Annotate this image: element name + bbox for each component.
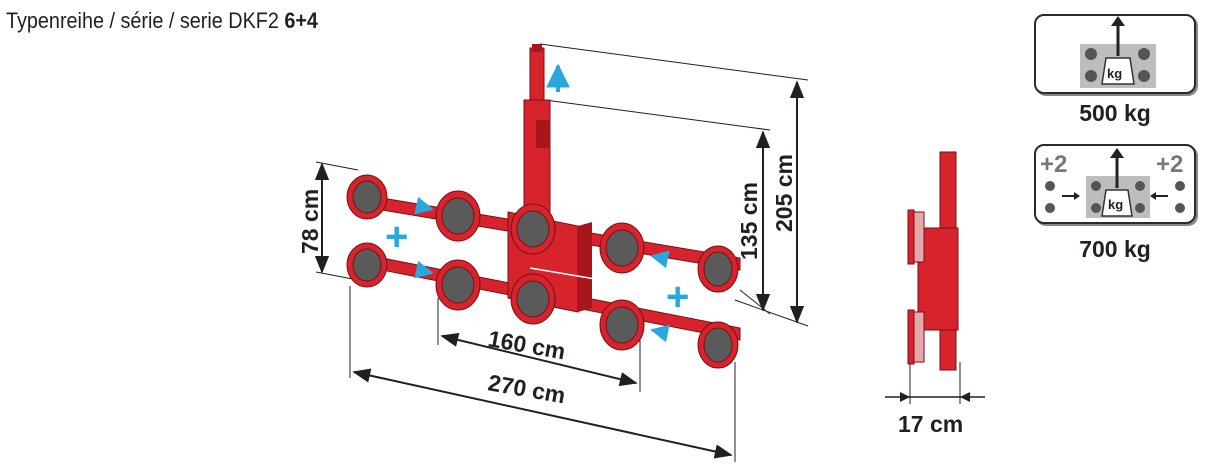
suction-pad <box>435 259 481 311</box>
suction-pad <box>697 245 739 293</box>
svg-text:+2: +2 <box>1040 151 1067 178</box>
dim-17-arrowhead-left <box>900 392 910 402</box>
label-270: 270 cm <box>486 369 567 408</box>
suction-pad <box>510 273 556 325</box>
suction-pad <box>346 242 388 288</box>
svg-text:+2: +2 <box>1156 151 1183 178</box>
model-name: 6+4 <box>284 8 318 33</box>
extension-arrows <box>414 63 670 343</box>
dim-17-arrowhead-right <box>960 392 970 402</box>
side-view <box>907 151 959 371</box>
svg-text:kg: kg <box>1107 66 1122 81</box>
suction-pad <box>510 203 556 255</box>
suction-pad <box>346 174 388 220</box>
suction-pad <box>435 190 481 242</box>
title-prefix: Typenreihe / série / serie DKF2 <box>6 8 279 33</box>
capacity-panel-500: kg <box>1034 14 1196 94</box>
label-205: 205 cm <box>771 154 797 232</box>
capacity-panel-700: +2 +2 kg <box>1034 144 1196 224</box>
suction-pad <box>697 321 739 369</box>
label-160: 160 cm <box>486 325 567 364</box>
label-78: 78 cm <box>297 189 323 254</box>
load-10-pads-icon: +2 +2 kg <box>1040 148 1185 218</box>
capacity-label-700: 700 kg <box>1079 236 1151 262</box>
suction-pad <box>599 222 645 274</box>
suction-pads <box>346 174 739 369</box>
load-6-pads-icon: kg <box>1080 16 1156 88</box>
label-17: 17 cm <box>898 411 963 437</box>
svg-text:kg: kg <box>1108 197 1123 212</box>
suction-pad <box>599 299 645 351</box>
plus-right: + <box>666 275 689 319</box>
plus-left: + <box>385 215 408 259</box>
capacity-label-500: 500 kg <box>1079 100 1151 126</box>
label-135: 135 cm <box>736 182 762 260</box>
dim-270-arrow <box>352 368 733 459</box>
